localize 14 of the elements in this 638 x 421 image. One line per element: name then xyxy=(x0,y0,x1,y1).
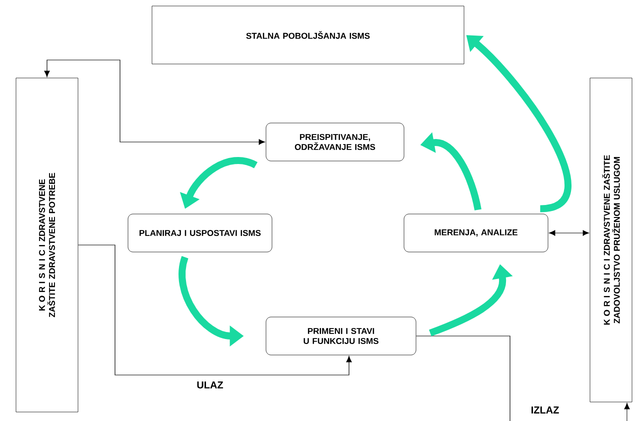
connector-line xyxy=(416,336,510,421)
connector-line xyxy=(549,230,589,236)
flow-label: IZLAZ xyxy=(532,406,559,414)
process-box: PREISPITIVANJE, ODRŽAVANJE ISMS xyxy=(266,122,404,162)
connector-line xyxy=(78,244,352,376)
process-box: PRIMENI I STAVI U FUNKCIJU ISMS xyxy=(266,316,416,356)
process-box: PLANIRAJ I USPOSTAVI ISMS xyxy=(128,214,272,252)
connector-line xyxy=(624,403,630,421)
process-box: MERENJA, ANALIZE xyxy=(404,214,548,252)
connector-line xyxy=(44,60,265,145)
heading-box: STALNA POBOLJŠANJA ISMS xyxy=(152,6,464,64)
flow-label: ULAZ xyxy=(197,382,224,388)
user-box: K O R I S N I C I ZDRAVSTVENE ZAŠTITE ZDRAVSTVENE POTREBE xyxy=(16,78,78,412)
user-box: K O R I S N I C I ZDRAVSTVENE ZAŠTITE ZADOVOLJSTVO PRUŽENOM USLUGOM xyxy=(590,78,632,402)
